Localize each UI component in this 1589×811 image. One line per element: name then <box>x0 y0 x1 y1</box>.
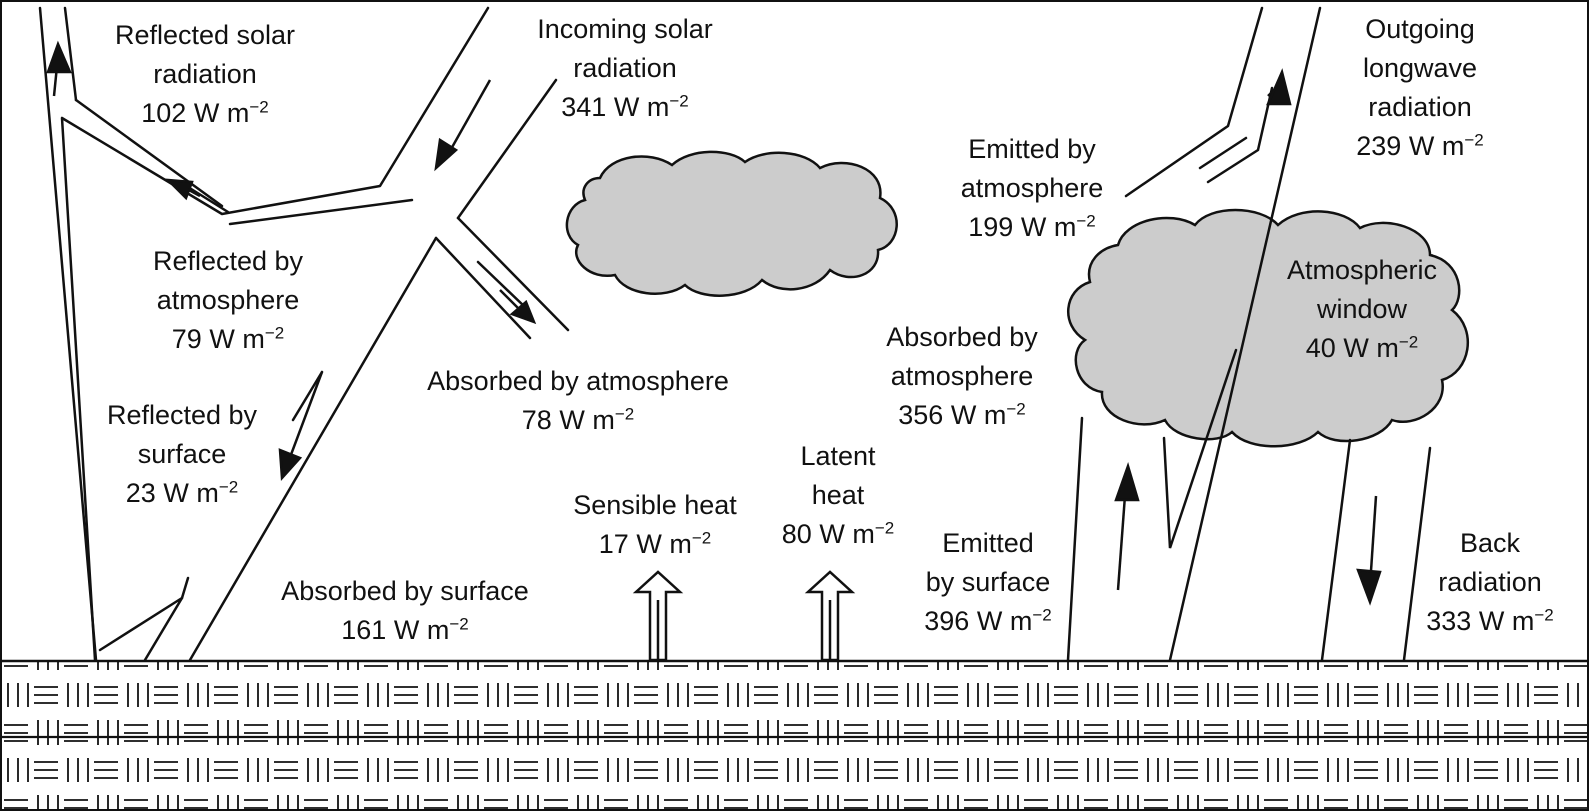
label-reflected-solar: Reflected solar radiation 102 W m−2 <box>114 20 296 128</box>
latent-heat-arrow <box>804 570 856 662</box>
label-atmospheric-window: Atmospheric window 40 W m−2 <box>1286 255 1438 363</box>
window-arrow-head <box>1266 68 1292 106</box>
label-incoming-solar: Incoming solar radiation 341 W m−2 <box>537 14 713 122</box>
label-reflected-by-atmosphere: Reflected by atmosphere 79 W m−2 <box>152 246 304 354</box>
solar-arrows <box>46 40 537 482</box>
reflected-up-arrow-head <box>46 40 72 74</box>
label-latent-heat: Latent heat 80 W m−2 <box>781 441 895 549</box>
reflected-column-left <box>38 6 98 662</box>
label-back-radiation: Back radiation 333 W m−2 <box>1426 528 1554 636</box>
reflected-column-right <box>63 6 78 102</box>
label-absorbed-by-atmosphere-solar: Absorbed by atmosphere 78 W m−2 <box>427 366 729 435</box>
label-emitted-by-atmosphere: Emitted by atmosphere 199 W m−2 <box>960 134 1104 242</box>
absorbed-surface-arrow-head <box>278 448 303 482</box>
longwave-lines <box>1066 6 1432 662</box>
emitted-surface-arrow-head <box>1114 461 1140 502</box>
ground-surface <box>1 659 1588 810</box>
right-cloud <box>1067 208 1469 448</box>
back-radiation-arrow-head <box>1356 568 1382 606</box>
label-reflected-by-surface: Reflected by surface 23 W m−2 <box>106 400 258 508</box>
solar-beam-left-edge <box>60 6 490 662</box>
solar-beam <box>38 6 570 662</box>
left-cloud <box>565 150 898 297</box>
label-absorbed-by-surface: Absorbed by surface 161 W m−2 <box>281 576 529 645</box>
window-beam-left <box>1124 6 1264 198</box>
longwave-arrows <box>1114 68 1382 606</box>
incoming-arrow-head <box>434 137 459 172</box>
label-sensible-heat: Sensible heat 17 W m−2 <box>573 490 737 559</box>
sensible-heat-arrow <box>632 570 684 662</box>
reflected-atm-arrow-head <box>164 178 194 201</box>
label-outgoing-longwave: Outgoing longwave radiation 239 W m−2 <box>1356 14 1484 161</box>
absorbed-atm-arrow-head <box>509 299 537 325</box>
label-emitted-by-surface: Emitted by surface 396 W m−2 <box>924 528 1052 636</box>
solar-beam-right-edge <box>456 78 558 220</box>
label-absorbed-by-atmosphere-longwave: Absorbed by atmosphere 356 W m−2 <box>886 322 1038 430</box>
window-beam-right <box>1168 6 1322 662</box>
